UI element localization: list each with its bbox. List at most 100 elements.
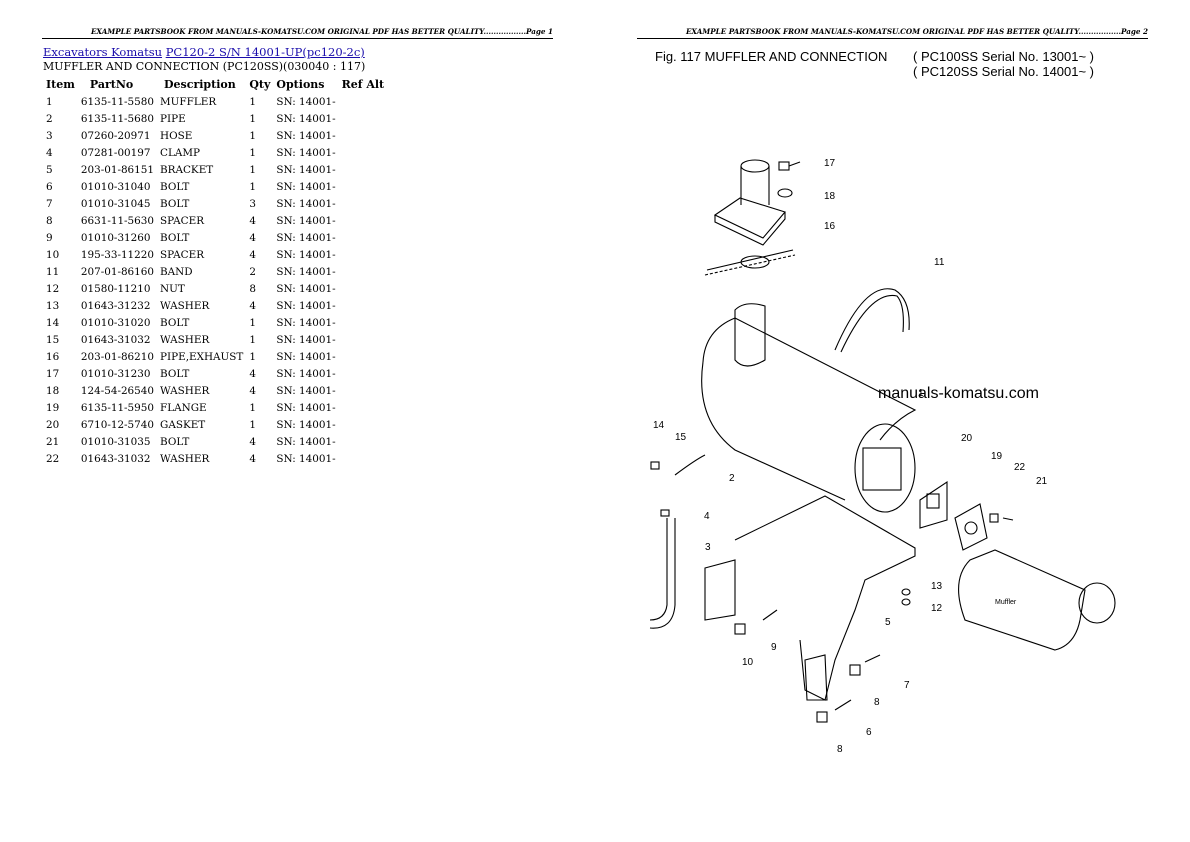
pipe-part: [649, 454, 706, 629]
cell-options: SN: 14001-: [276, 163, 336, 176]
cell-item: 22: [46, 452, 60, 465]
col-item: Item: [46, 78, 75, 91]
cell-partno: 124-54-26540: [80, 384, 155, 397]
callout-20: 20: [961, 433, 973, 444]
cell-qty: 1: [249, 95, 256, 108]
cell-qty: 4: [249, 452, 256, 465]
callout-4: 4: [704, 511, 710, 522]
cell-partno: 01010-31230: [80, 367, 151, 380]
cell-item: 6: [46, 180, 53, 193]
cell-partno: 01643-31032: [80, 333, 151, 346]
page-header: EXAMPLE PARTSBOOK FROM MANUALS-KOMATSU.C…: [42, 26, 553, 39]
cell-item: 14: [46, 316, 60, 329]
exhaust-pipe-part: [704, 159, 796, 276]
cell-options: SN: 14001-: [276, 95, 336, 108]
cell-qty: 2: [249, 265, 256, 278]
muffler-part: Muffler: [958, 549, 1116, 651]
cell-ref-alt: [339, 365, 388, 382]
cell-item: 20: [46, 418, 60, 431]
cell-ref-alt: [339, 450, 388, 467]
cell-description: BOLT: [160, 435, 190, 448]
cell-partno: 07260-20971: [80, 129, 151, 142]
callout-14: 14: [653, 420, 665, 431]
cell-options: SN: 14001-: [276, 197, 336, 210]
cell-options: SN: 14001-: [276, 316, 336, 329]
cell-options: SN: 14001-: [276, 350, 336, 363]
bracket-part: [704, 495, 916, 701]
cell-options: SN: 14001-: [276, 452, 336, 465]
col-description: Description: [164, 78, 236, 91]
parts-table: Item PartNo Description Qty Options Ref …: [43, 76, 387, 467]
gasket-part: [919, 480, 948, 529]
cell-item: 15: [46, 333, 60, 346]
callout-19: 19: [991, 451, 1003, 462]
page-1: EXAMPLE PARTSBOOK FROM MANUALS-KOMATSU.C…: [42, 26, 553, 467]
cell-ref-alt: [339, 331, 388, 348]
cell-item: 4: [46, 146, 53, 159]
cell-item: 8: [46, 214, 53, 227]
callout-2: 2: [729, 473, 735, 484]
col-options: Options: [276, 78, 325, 91]
cell-description: SPACER: [160, 214, 205, 227]
cell-options: SN: 14001-: [276, 248, 336, 261]
cell-qty: 1: [249, 418, 256, 431]
cell-partno: 6135-11-5580: [80, 95, 155, 108]
cell-description: PIPE,EXHAUST: [160, 350, 244, 363]
callout-16: 16: [824, 221, 836, 232]
cell-partno: 01010-31260: [80, 231, 151, 244]
cell-qty: 4: [249, 384, 256, 397]
cell-item: 10: [46, 248, 60, 261]
cell-ref-alt: [339, 178, 388, 195]
callout-8: 8: [874, 697, 880, 708]
cell-qty: 4: [249, 231, 256, 244]
cell-item: 12: [46, 282, 60, 295]
cell-options: SN: 14001-: [276, 231, 336, 244]
cell-item: 21: [46, 435, 60, 448]
figure-title: Fig. 117 MUFFLER AND CONNECTION: [655, 49, 887, 64]
breadcrumb-link-model[interactable]: PC120-2 S/N 14001-UP(pc120-2c): [165, 45, 365, 59]
cell-description: CLAMP: [160, 146, 201, 159]
cell-ref-alt: [339, 229, 388, 246]
cell-qty: 1: [249, 180, 256, 193]
cell-partno: 203-01-86210: [80, 350, 155, 363]
band-part: [834, 288, 910, 353]
callout-5: 5: [885, 617, 891, 628]
section-title: MUFFLER AND CONNECTION (PC120SS)(030040 …: [43, 60, 366, 73]
cell-partno: 01010-31020: [80, 316, 151, 329]
bolt-part: [777, 161, 801, 198]
breadcrumb-link-category[interactable]: Excavators Komatsu: [43, 45, 163, 59]
cell-description: WASHER: [160, 299, 210, 312]
cell-qty: 4: [249, 435, 256, 448]
cell-options: SN: 14001-: [276, 129, 336, 142]
cell-ref-alt: [339, 246, 388, 263]
callout-9: 9: [771, 642, 777, 653]
cell-qty: 1: [249, 350, 256, 363]
cell-item: 2: [46, 112, 53, 125]
cell-partno: 203-01-86151: [80, 163, 155, 176]
cell-qty: 1: [249, 129, 256, 142]
cell-partno: 01010-31045: [80, 197, 151, 210]
cell-description: BOLT: [160, 316, 190, 329]
flange-part: [954, 503, 988, 551]
cell-item: 9: [46, 231, 53, 244]
cell-ref-alt: [339, 314, 388, 331]
cell-description: WASHER: [160, 384, 210, 397]
cell-description: SPACER: [160, 248, 205, 261]
cell-partno: 01643-31032: [80, 452, 151, 465]
cell-options: SN: 14001-: [276, 333, 336, 346]
cell-description: BAND: [160, 265, 193, 278]
